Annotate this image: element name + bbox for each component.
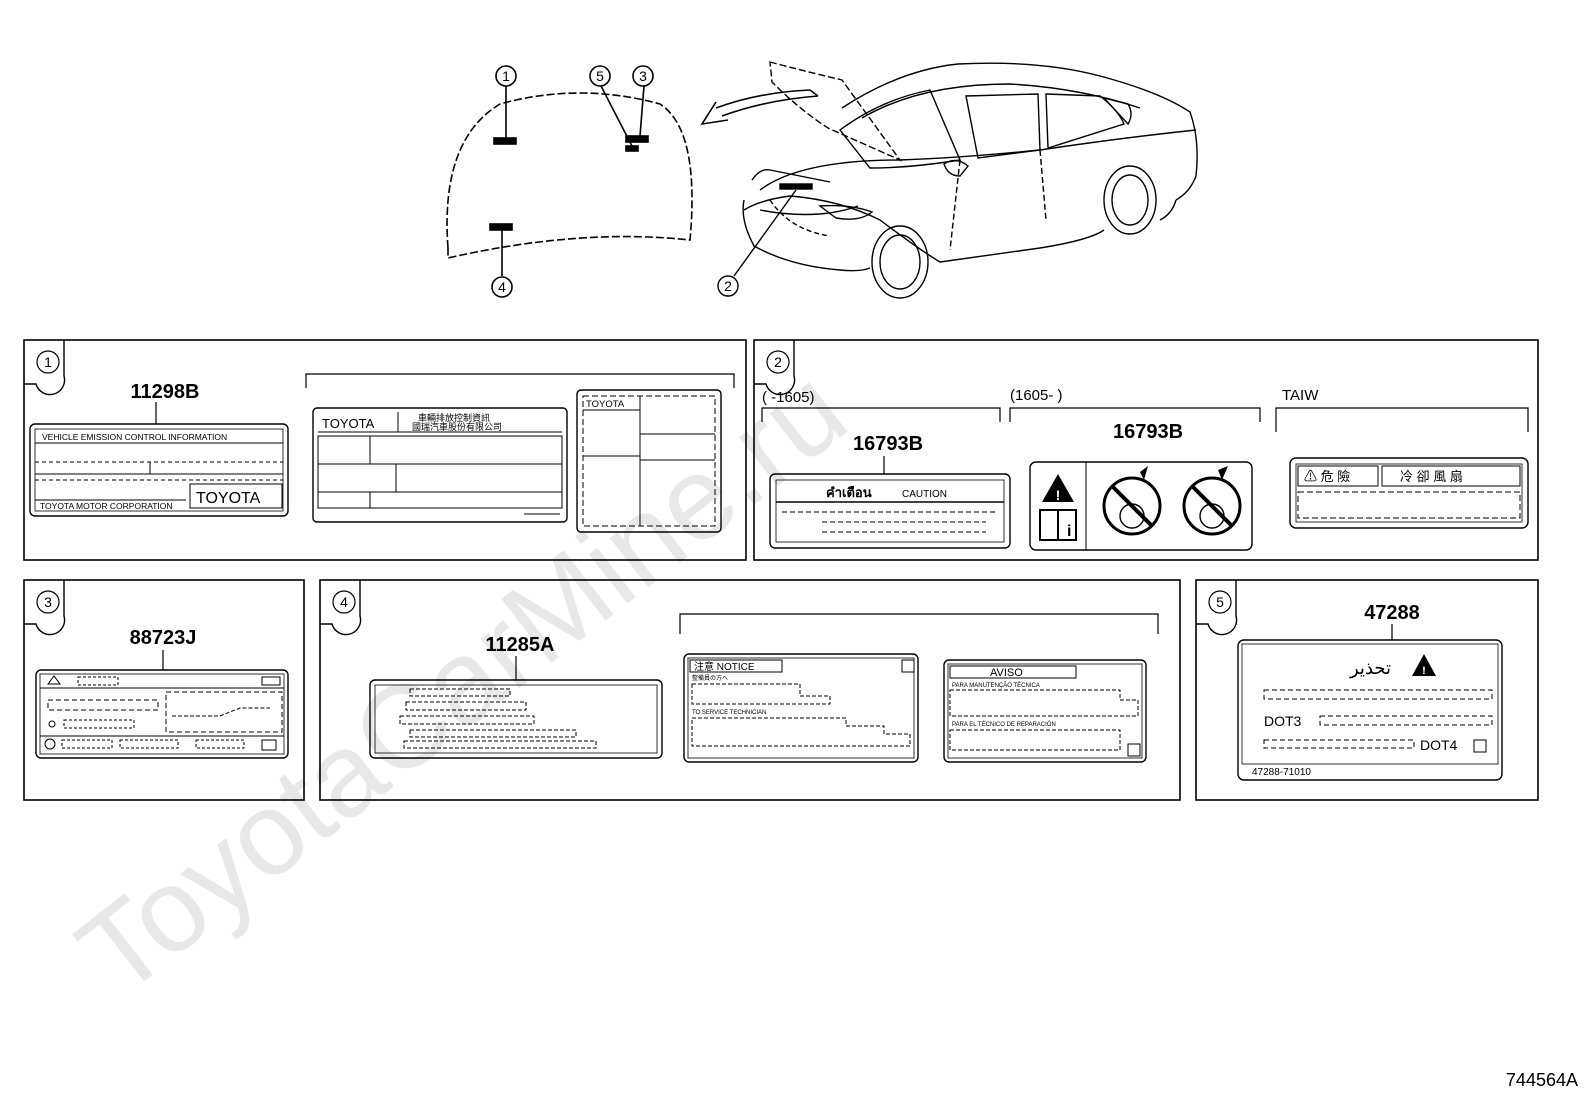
panel-1: 1 11298B VEHICLE EMISSION CONTROL INFORM… (23, 339, 747, 561)
part-number-b: 16793B (1113, 421, 1183, 443)
svg-text:!: ! (1422, 665, 1426, 677)
warning-triangle-icon (1412, 654, 1436, 676)
taiw-danger-label: ⚠ 危 險 冷 卻 風 扇 (1289, 457, 1529, 529)
emission-title: VEHICLE EMISSION CONTROL INFORMATION (42, 432, 227, 442)
brake-fluid-label: تحذير ! DOT3 DOT4 47288-71010 (1237, 639, 1503, 781)
part-number: 11285A (486, 634, 555, 656)
no-hand-fan-icon (1102, 476, 1162, 536)
emission-label: VEHICLE EMISSION CONTROL INFORMATION TOY… (29, 423, 289, 517)
cn-emission-label: TOYOTA 車輛排放控制資訊 國瑞汽車股份有限公司 (312, 407, 568, 523)
fan-warning-pictogram-label: ! i (1029, 461, 1253, 551)
caution-thai: คำเตือน (826, 485, 872, 500)
service-label (35, 669, 289, 759)
arabic-warning: تحذير (1349, 658, 1391, 679)
callout-3: 3 (639, 68, 647, 84)
aviso-title: AVISO (990, 667, 1023, 679)
caution-en: CAUTION (902, 489, 947, 500)
panel-number: 2 (774, 354, 782, 370)
small-brand: TOYOTA (586, 399, 625, 410)
part-number: 47288 (1364, 602, 1420, 624)
emission-brand: TOYOTA (196, 490, 261, 507)
car-illustration (717, 61, 1198, 299)
panel-3: 3 88723J (23, 579, 305, 801)
panel-4: 4 11285A 注意 NOTICE 整備員の方へ TO SERVICE TEC… (319, 579, 1181, 801)
callout-5: 5 (596, 68, 604, 84)
panel-5: 5 47288 تحذير ! DOT3 DOT4 47288-71010 (1195, 579, 1539, 801)
notice-title: 注意 NOTICE (694, 660, 755, 673)
no-tool-fan-icon (1182, 476, 1242, 536)
cn-brand: TOYOTA (322, 416, 375, 431)
emission-footer: TOYOTA MOTOR CORPORATION (40, 501, 173, 511)
small-brand-label: TOYOTA (576, 389, 722, 533)
dot4-text: DOT4 (1420, 737, 1458, 753)
group-2-label: (1605- ) (1010, 387, 1063, 404)
dot3-text: DOT3 (1264, 713, 1302, 729)
aviso-line1: PARA MANUTENÇÃO TÉCNICA (952, 682, 1040, 689)
notice-line2: TO SERVICE TECHNICIAN (692, 710, 766, 716)
aviso-label: AVISO PARA MANUTENÇÃO TÉCNICA PARA EL TÉ… (943, 659, 1147, 763)
caution-label: คำเตือน CAUTION (769, 473, 1011, 549)
direction-arrow (700, 89, 819, 126)
part-number: 88723J (130, 627, 197, 649)
callout-4: 4 (498, 279, 506, 295)
blank-label-11285a (369, 679, 663, 759)
taiw-fan-text: 冷 卻 風 扇 (1400, 469, 1463, 484)
cn-line2: 國瑞汽車股份有限公司 (412, 421, 502, 432)
group-1-label: ( -1605) (762, 389, 815, 406)
part-number: 11298B (131, 381, 200, 403)
label-code: 47288-71010 (1252, 767, 1311, 778)
cn-line1: 車輛排放控制資訊 (418, 412, 490, 423)
aviso-line2: PARA EL TÉCNICO DE REPARACIÓN (952, 721, 1056, 728)
watermark: ToyotaCarMine.ru (55, 343, 870, 1020)
panel-number: 3 (44, 594, 52, 610)
svg-text:i: i (1067, 523, 1071, 540)
warning-triangle-icon (1042, 474, 1074, 502)
part-number-a: 16793B (853, 433, 923, 455)
svg-text:!: ! (1056, 487, 1061, 503)
panel-number: 4 (340, 594, 348, 610)
group-3-label: TAIW (1282, 387, 1319, 404)
callout-1: 1 (502, 68, 510, 84)
panel-number: 1 (44, 354, 52, 370)
diagram-code: 744564A (1505, 1070, 1578, 1090)
hood-illustration (446, 65, 693, 298)
taiw-danger-text: ⚠ 危 險 (1304, 469, 1350, 484)
panel-number: 5 (1216, 594, 1224, 610)
notice-line1: 整備員の方へ (692, 674, 728, 682)
panel-2: 2 ( -1605) (1605- ) TAIW 16793B 16793B ค… (753, 339, 1539, 561)
callout-2: 2 (724, 278, 732, 294)
notice-label: 注意 NOTICE 整備員の方へ TO SERVICE TECHNICIAN (683, 653, 919, 763)
